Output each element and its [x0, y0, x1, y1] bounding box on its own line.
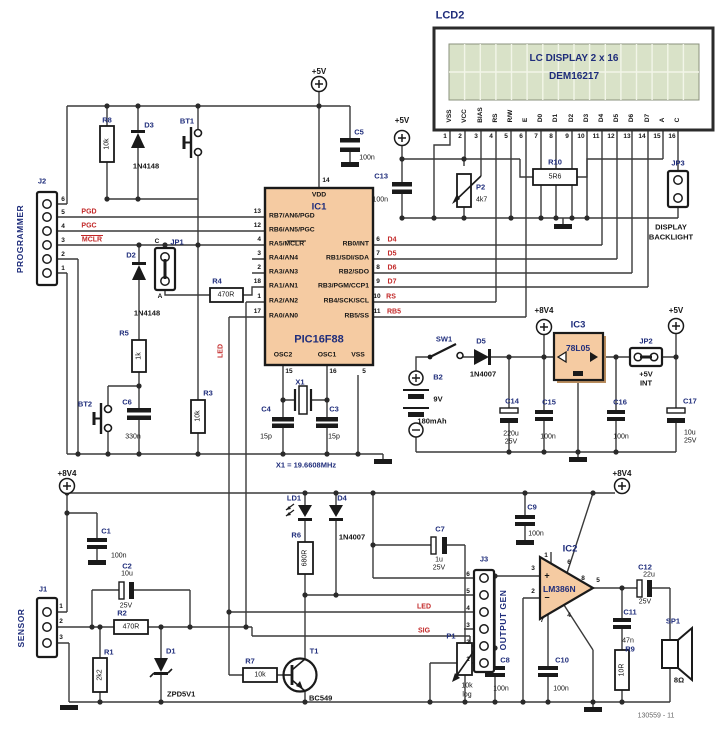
- connector-j2: [35, 190, 59, 287]
- ic2-body: [538, 555, 596, 621]
- connector-j3: [472, 568, 496, 674]
- resistor-r4: [209, 287, 244, 303]
- lcd-grid-icon: [449, 44, 699, 100]
- cap-c5: [340, 138, 360, 152]
- pushbuttons: [92, 127, 203, 434]
- led-arrows-icon: [285, 503, 295, 517]
- supply-symbols: [58, 75, 685, 495]
- ground-icon: [554, 224, 572, 229]
- cap-c11: [613, 618, 631, 629]
- ground-symbols: [60, 162, 602, 712]
- potentiometers: [452, 173, 482, 682]
- ic1-body: [263, 186, 375, 367]
- cap-c1: [87, 538, 107, 549]
- cap-c3: [316, 417, 338, 428]
- cap-c13: [392, 182, 412, 194]
- switch-sw1: [427, 343, 464, 360]
- resistor-r9: [614, 649, 630, 691]
- ground-icon: [341, 162, 359, 167]
- plus8v4-icon: [613, 477, 631, 495]
- resistor-r7: [242, 667, 278, 683]
- cap-c15: [535, 410, 553, 421]
- pot-p1: [452, 642, 477, 682]
- lcd-module: [432, 26, 715, 132]
- junction-dots: [64, 103, 679, 705]
- diode-d2: [132, 262, 146, 280]
- resistors: [92, 125, 630, 693]
- connectors: [35, 169, 690, 674]
- diode-d5: [474, 349, 491, 365]
- ic3-gnd-tab-icon: [573, 371, 583, 376]
- ic3-body: [552, 331, 606, 383]
- cap-c9: [515, 515, 535, 526]
- button-bt1: [182, 127, 203, 158]
- button-bt2: [92, 403, 113, 434]
- cap-c16: [607, 410, 625, 421]
- diode-d3: [131, 130, 145, 148]
- plus5v-icon: [310, 75, 328, 93]
- resistor-r3: [190, 399, 206, 434]
- ground-icon: [569, 457, 587, 462]
- pot-p2: [452, 173, 482, 208]
- diodes: [131, 130, 491, 678]
- cap-c4: [272, 417, 294, 428]
- plus5v-icon: [667, 317, 685, 335]
- led-ld1: [285, 503, 312, 521]
- jumper-jp1: [153, 246, 177, 292]
- ic3-out-arrow-icon: [590, 352, 598, 362]
- cap-c14: [499, 407, 519, 423]
- ground-icon: [584, 707, 602, 712]
- plus5v-icon: [393, 129, 411, 147]
- jumper-jp2: [628, 346, 664, 368]
- ground-icon: [516, 540, 534, 545]
- wires: [52, 91, 679, 707]
- transistor-t1: [282, 657, 318, 693]
- capacitors: [87, 138, 686, 677]
- resistor-r5: [131, 339, 147, 373]
- jumper-jp3: [666, 169, 690, 209]
- zener-d1: [149, 658, 173, 678]
- crystal-x1: [293, 385, 313, 415]
- resistor-r10: [532, 168, 578, 186]
- resistor-r6: [297, 541, 314, 575]
- cap-c7: [430, 536, 447, 555]
- ground-icon: [60, 705, 78, 710]
- connector-j1: [35, 596, 59, 659]
- cap-c10: [538, 666, 558, 677]
- ground-icon: [374, 459, 392, 464]
- ic3-in-arrow-icon: [556, 350, 567, 364]
- battery-b2: [403, 370, 429, 438]
- resistor-r8: [99, 125, 115, 163]
- cap-c12: [636, 579, 652, 598]
- cap-c6: [127, 408, 151, 420]
- cap-c17: [666, 407, 686, 423]
- cap-c2: [118, 581, 134, 600]
- plus8v4-icon: [58, 477, 76, 495]
- speaker-sp1: [661, 625, 693, 683]
- resistor-r1: [92, 657, 108, 693]
- resistor-r2: [113, 619, 149, 635]
- plus8v4-icon: [535, 318, 553, 336]
- ground-icon: [88, 560, 106, 565]
- diode-d4: [329, 505, 343, 521]
